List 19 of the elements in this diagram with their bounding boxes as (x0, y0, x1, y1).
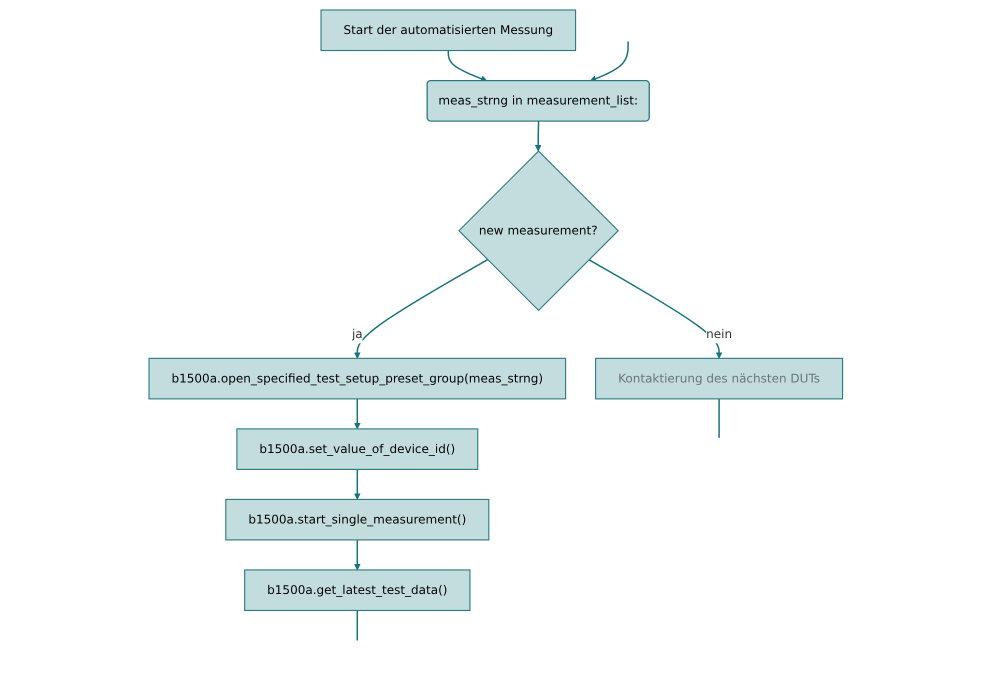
connector (356, 610, 358, 640)
arrow (588, 259, 723, 359)
node-box: Kontaktierung des nächsten DUTs (595, 358, 844, 400)
edge-label: ja (352, 326, 363, 342)
arrow (354, 398, 361, 430)
arrow (535, 121, 542, 152)
arrow (354, 469, 361, 500)
arrow (448, 50, 488, 82)
node-box: Start der automatisierten Messung (320, 9, 576, 52)
connector (718, 398, 720, 438)
node-box: b1500a.get_latest_test_data() (244, 569, 471, 612)
node-box: b1500a.set_value_of_device_id() (236, 428, 478, 470)
node-box: b1500a.open_specified_test_setup_preset_group(meas_strng) (148, 358, 566, 400)
arrow (354, 540, 361, 570)
edge-label: nein (706, 326, 732, 342)
node-box: b1500a.start_single_measurement() (225, 498, 490, 540)
node-diamond: new measurement? (458, 150, 620, 312)
arrow (354, 259, 488, 359)
arrow (590, 42, 630, 82)
